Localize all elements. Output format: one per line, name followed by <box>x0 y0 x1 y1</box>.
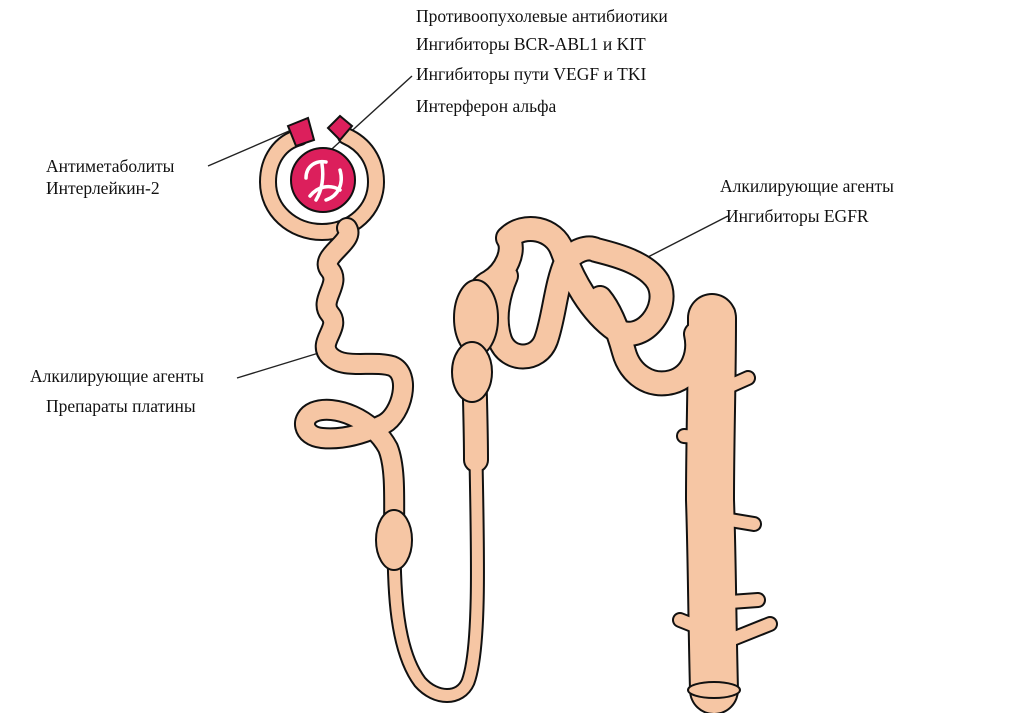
label-bcr-abl-kit-inhibitors: Ингибиторы BCR-ABL1 и KIT <box>416 34 646 54</box>
bowman-capsule <box>258 127 386 242</box>
tubule-swelling <box>451 341 493 403</box>
collecting-duct-outlet <box>687 681 741 699</box>
label-alkylating-agents-proximal: Алкилирующие агенты <box>30 366 204 386</box>
leader-line-vegf <box>321 75 413 159</box>
label-antimetabolites: Антиметаболиты <box>46 156 175 176</box>
label-egfr-inhibitors: Ингибиторы EGFR <box>726 206 869 226</box>
afferent-arteriole <box>286 116 316 148</box>
efferent-arteriole <box>326 114 354 142</box>
renal-tubule <box>294 216 778 713</box>
tubule-swelling <box>375 509 413 571</box>
label-antitumor-antibiotics: Противоопухолевые антибиотики <box>416 6 668 26</box>
label-vegf-tki-inhibitors: Ингибиторы пути VEGF и TKI <box>416 64 647 84</box>
leader-lines <box>207 75 729 379</box>
glomerulus <box>286 114 356 213</box>
label-platinum-drugs: Препараты платины <box>46 396 196 416</box>
leader-line-antimetabolites <box>207 127 297 167</box>
leader-line-proximal <box>236 351 323 379</box>
leader-line-distal <box>645 215 729 259</box>
label-interleukin-2: Интерлейкин-2 <box>46 178 160 198</box>
label-interferon-alpha: Интерферон альфа <box>416 96 557 116</box>
label-alkylating-agents-distal: Алкилирующие агенты <box>720 176 894 196</box>
